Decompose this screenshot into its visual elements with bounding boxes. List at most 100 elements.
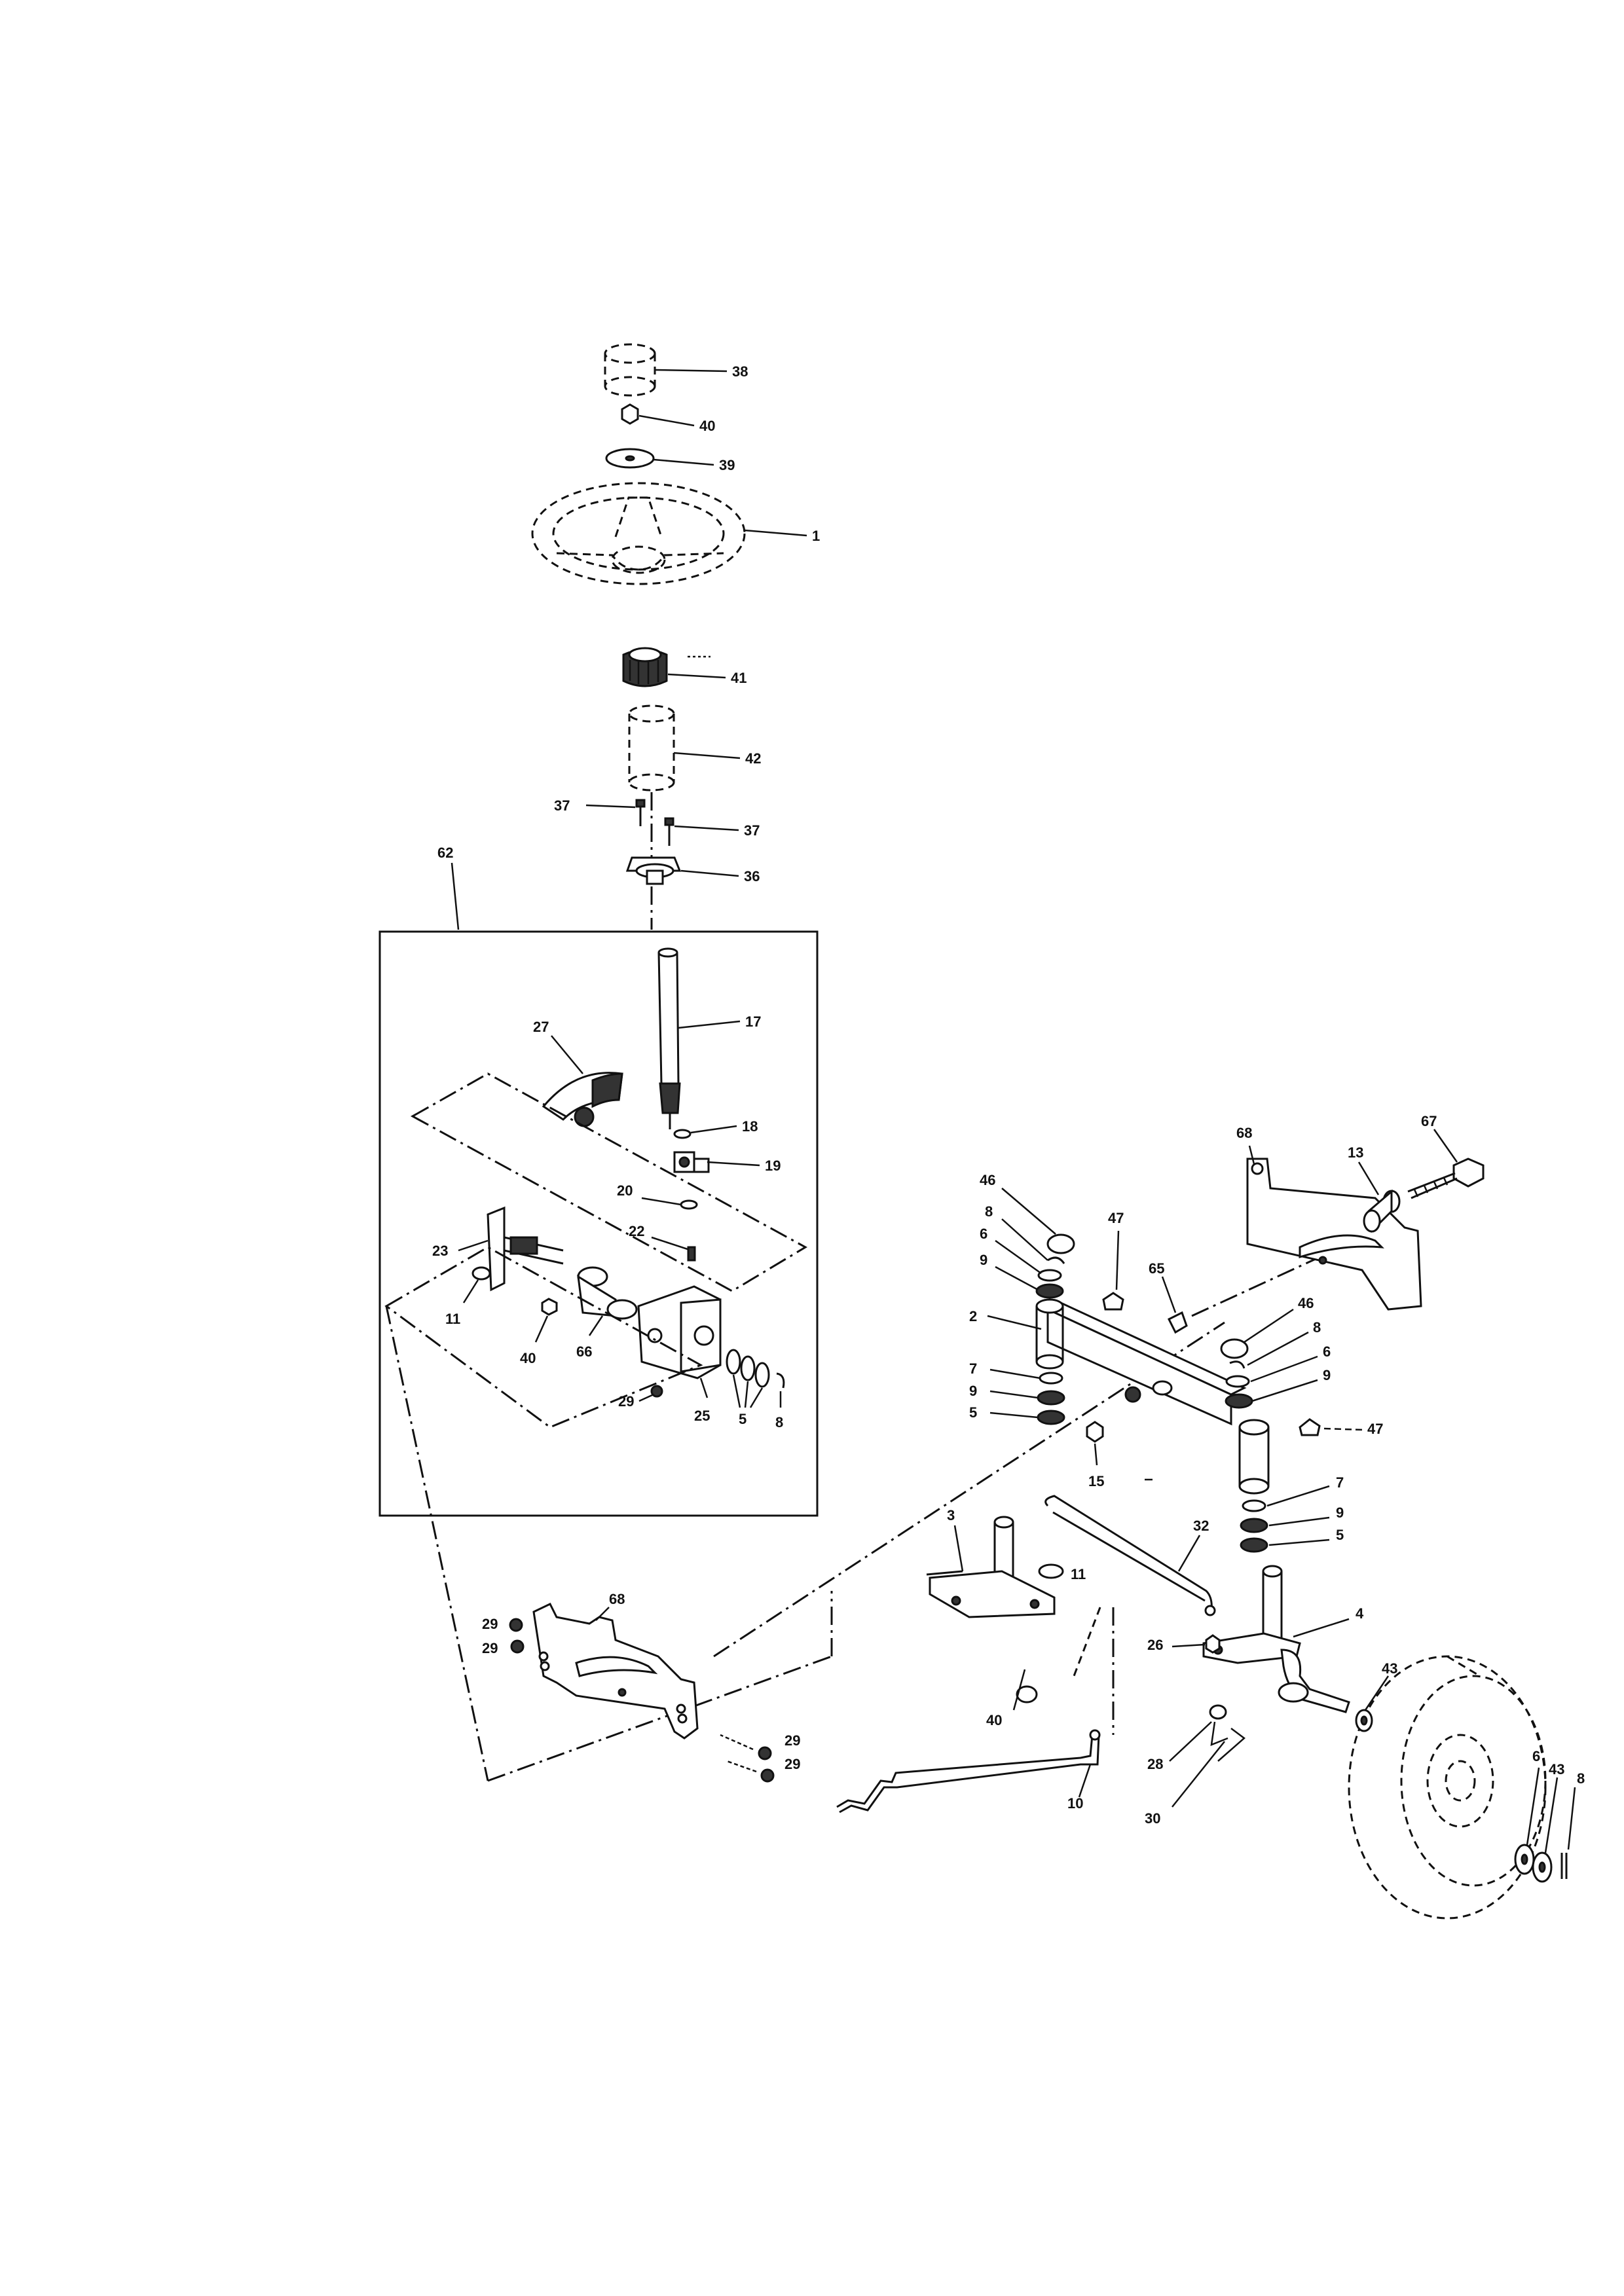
leader-25 <box>699 1377 709 1398</box>
guide-left-vertical <box>385 1305 489 1781</box>
callout-29-upper-a: 29 <box>482 1616 498 1632</box>
callout-3: 3 <box>947 1507 955 1523</box>
leader-37-right <box>674 825 739 831</box>
bolt-29-lower-b <box>760 1768 775 1783</box>
leader-36 <box>680 869 739 877</box>
left-spindle-3 <box>926 1516 1056 1618</box>
callout-18: 18 <box>742 1118 758 1135</box>
nut-11-lower <box>1038 1563 1064 1579</box>
cap-46-left <box>1046 1233 1075 1254</box>
leader-9-upper-right <box>1251 1379 1318 1402</box>
callout-13: 13 <box>1348 1144 1363 1161</box>
leader-29-lower-b <box>726 1760 757 1773</box>
washer-18 <box>673 1129 692 1139</box>
leader-4 <box>1293 1618 1350 1638</box>
leader-5-box-b <box>744 1381 749 1408</box>
callout-46-left: 46 <box>980 1172 995 1188</box>
callout-10: 10 <box>1067 1795 1083 1812</box>
leader-6-wheel <box>1526 1767 1540 1846</box>
callout-9-lower-right: 9 <box>1336 1504 1344 1521</box>
nut-40-box <box>541 1298 558 1316</box>
leader-1 <box>744 529 807 537</box>
washer-28 <box>1209 1704 1228 1746</box>
callout-8-left: 8 <box>985 1203 993 1220</box>
bolt-29-upper-a <box>509 1618 523 1632</box>
bolt-29-upper-b <box>510 1639 525 1654</box>
leader-47-left <box>1115 1230 1120 1290</box>
callout-29-lower-a: 29 <box>784 1732 800 1749</box>
callout-6-left: 6 <box>980 1226 987 1242</box>
callout-29-upper-b: 29 <box>482 1640 498 1656</box>
callout-40-top: 40 <box>699 418 715 434</box>
leader-20 <box>641 1197 682 1206</box>
washers-5-box <box>726 1349 770 1388</box>
callout-47-left: 47 <box>1108 1210 1124 1226</box>
guide-bottom <box>487 1655 832 1782</box>
callout-42: 42 <box>745 750 761 767</box>
callout-43-upper: 43 <box>1382 1660 1397 1677</box>
callout-26: 26 <box>1147 1637 1163 1653</box>
washer-5-right <box>1240 1537 1268 1553</box>
callout-7-right: 7 <box>1336 1474 1344 1491</box>
right-frame-bracket-68 <box>1246 1157 1422 1311</box>
leader-17 <box>678 1020 741 1029</box>
leader-28 <box>1169 1721 1212 1762</box>
leader-27 <box>551 1035 583 1074</box>
bolt-37-left <box>635 799 646 826</box>
leader-37-left <box>585 804 636 809</box>
steering-arm-23 <box>487 1206 564 1292</box>
steering-bracket-25 <box>637 1285 722 1379</box>
tie-rod-10 <box>836 1729 1101 1813</box>
nut-26 <box>1205 1634 1221 1654</box>
leader-29-box <box>638 1393 654 1402</box>
washer-5-left <box>1037 1410 1065 1425</box>
clip-8-left <box>1047 1256 1065 1264</box>
leader-9-upper-left <box>995 1266 1039 1291</box>
callout-40-box: 40 <box>520 1350 536 1366</box>
leader-40-top <box>638 414 695 427</box>
front-wheel <box>1348 1655 1547 1920</box>
callout-6-right: 6 <box>1323 1343 1331 1360</box>
bolt-37-right <box>664 817 674 846</box>
clip-8-box <box>776 1372 785 1389</box>
leader-40-lower <box>1012 1669 1026 1711</box>
leader-23 <box>458 1239 489 1252</box>
leader-9-lower-right <box>1268 1516 1330 1527</box>
spacer-13 <box>1363 1189 1401 1233</box>
callout-68-left: 68 <box>609 1591 625 1607</box>
callout-62: 62 <box>437 845 453 861</box>
callout-8-box: 8 <box>775 1414 783 1430</box>
leader-68-right <box>1248 1145 1255 1165</box>
leader-29-lower-a <box>720 1734 754 1751</box>
callout-19: 19 <box>765 1157 781 1174</box>
spacer-66 <box>577 1266 638 1320</box>
drag-link-32 <box>1044 1495 1216 1616</box>
callout-46-right: 46 <box>1298 1295 1314 1311</box>
callout-30: 30 <box>1145 1810 1160 1827</box>
leader-11-left <box>462 1279 479 1303</box>
callout-41: 41 <box>731 670 747 686</box>
callout-2: 2 <box>969 1308 977 1324</box>
bolt-29-box <box>650 1385 663 1398</box>
leader-22 <box>651 1236 688 1250</box>
leader-66 <box>588 1315 604 1336</box>
steering-washer <box>605 448 655 469</box>
leader-5-box-a <box>732 1374 741 1408</box>
callout-9-upper-left: 9 <box>980 1252 987 1268</box>
bolt-29-lower-a <box>758 1746 772 1760</box>
callout-17: 17 <box>745 1013 761 1030</box>
clip-8-right <box>1229 1360 1246 1369</box>
washer-9-lower-left <box>1037 1390 1065 1406</box>
washer-7-right <box>1242 1499 1266 1512</box>
callout-68-right: 68 <box>1236 1125 1252 1141</box>
leader-68-left <box>595 1607 610 1621</box>
leader-13 <box>1357 1161 1380 1195</box>
leader-8-wheel <box>1567 1787 1576 1850</box>
bushing-65 <box>1167 1311 1188 1334</box>
right-spindle-4 <box>1202 1565 1350 1713</box>
steering-wheel <box>531 482 746 585</box>
callout-5-right: 5 <box>1336 1527 1344 1543</box>
washer-43-upper <box>1355 1709 1373 1732</box>
callout-15: 15 <box>1088 1473 1104 1489</box>
callout-67: 67 <box>1421 1113 1437 1129</box>
